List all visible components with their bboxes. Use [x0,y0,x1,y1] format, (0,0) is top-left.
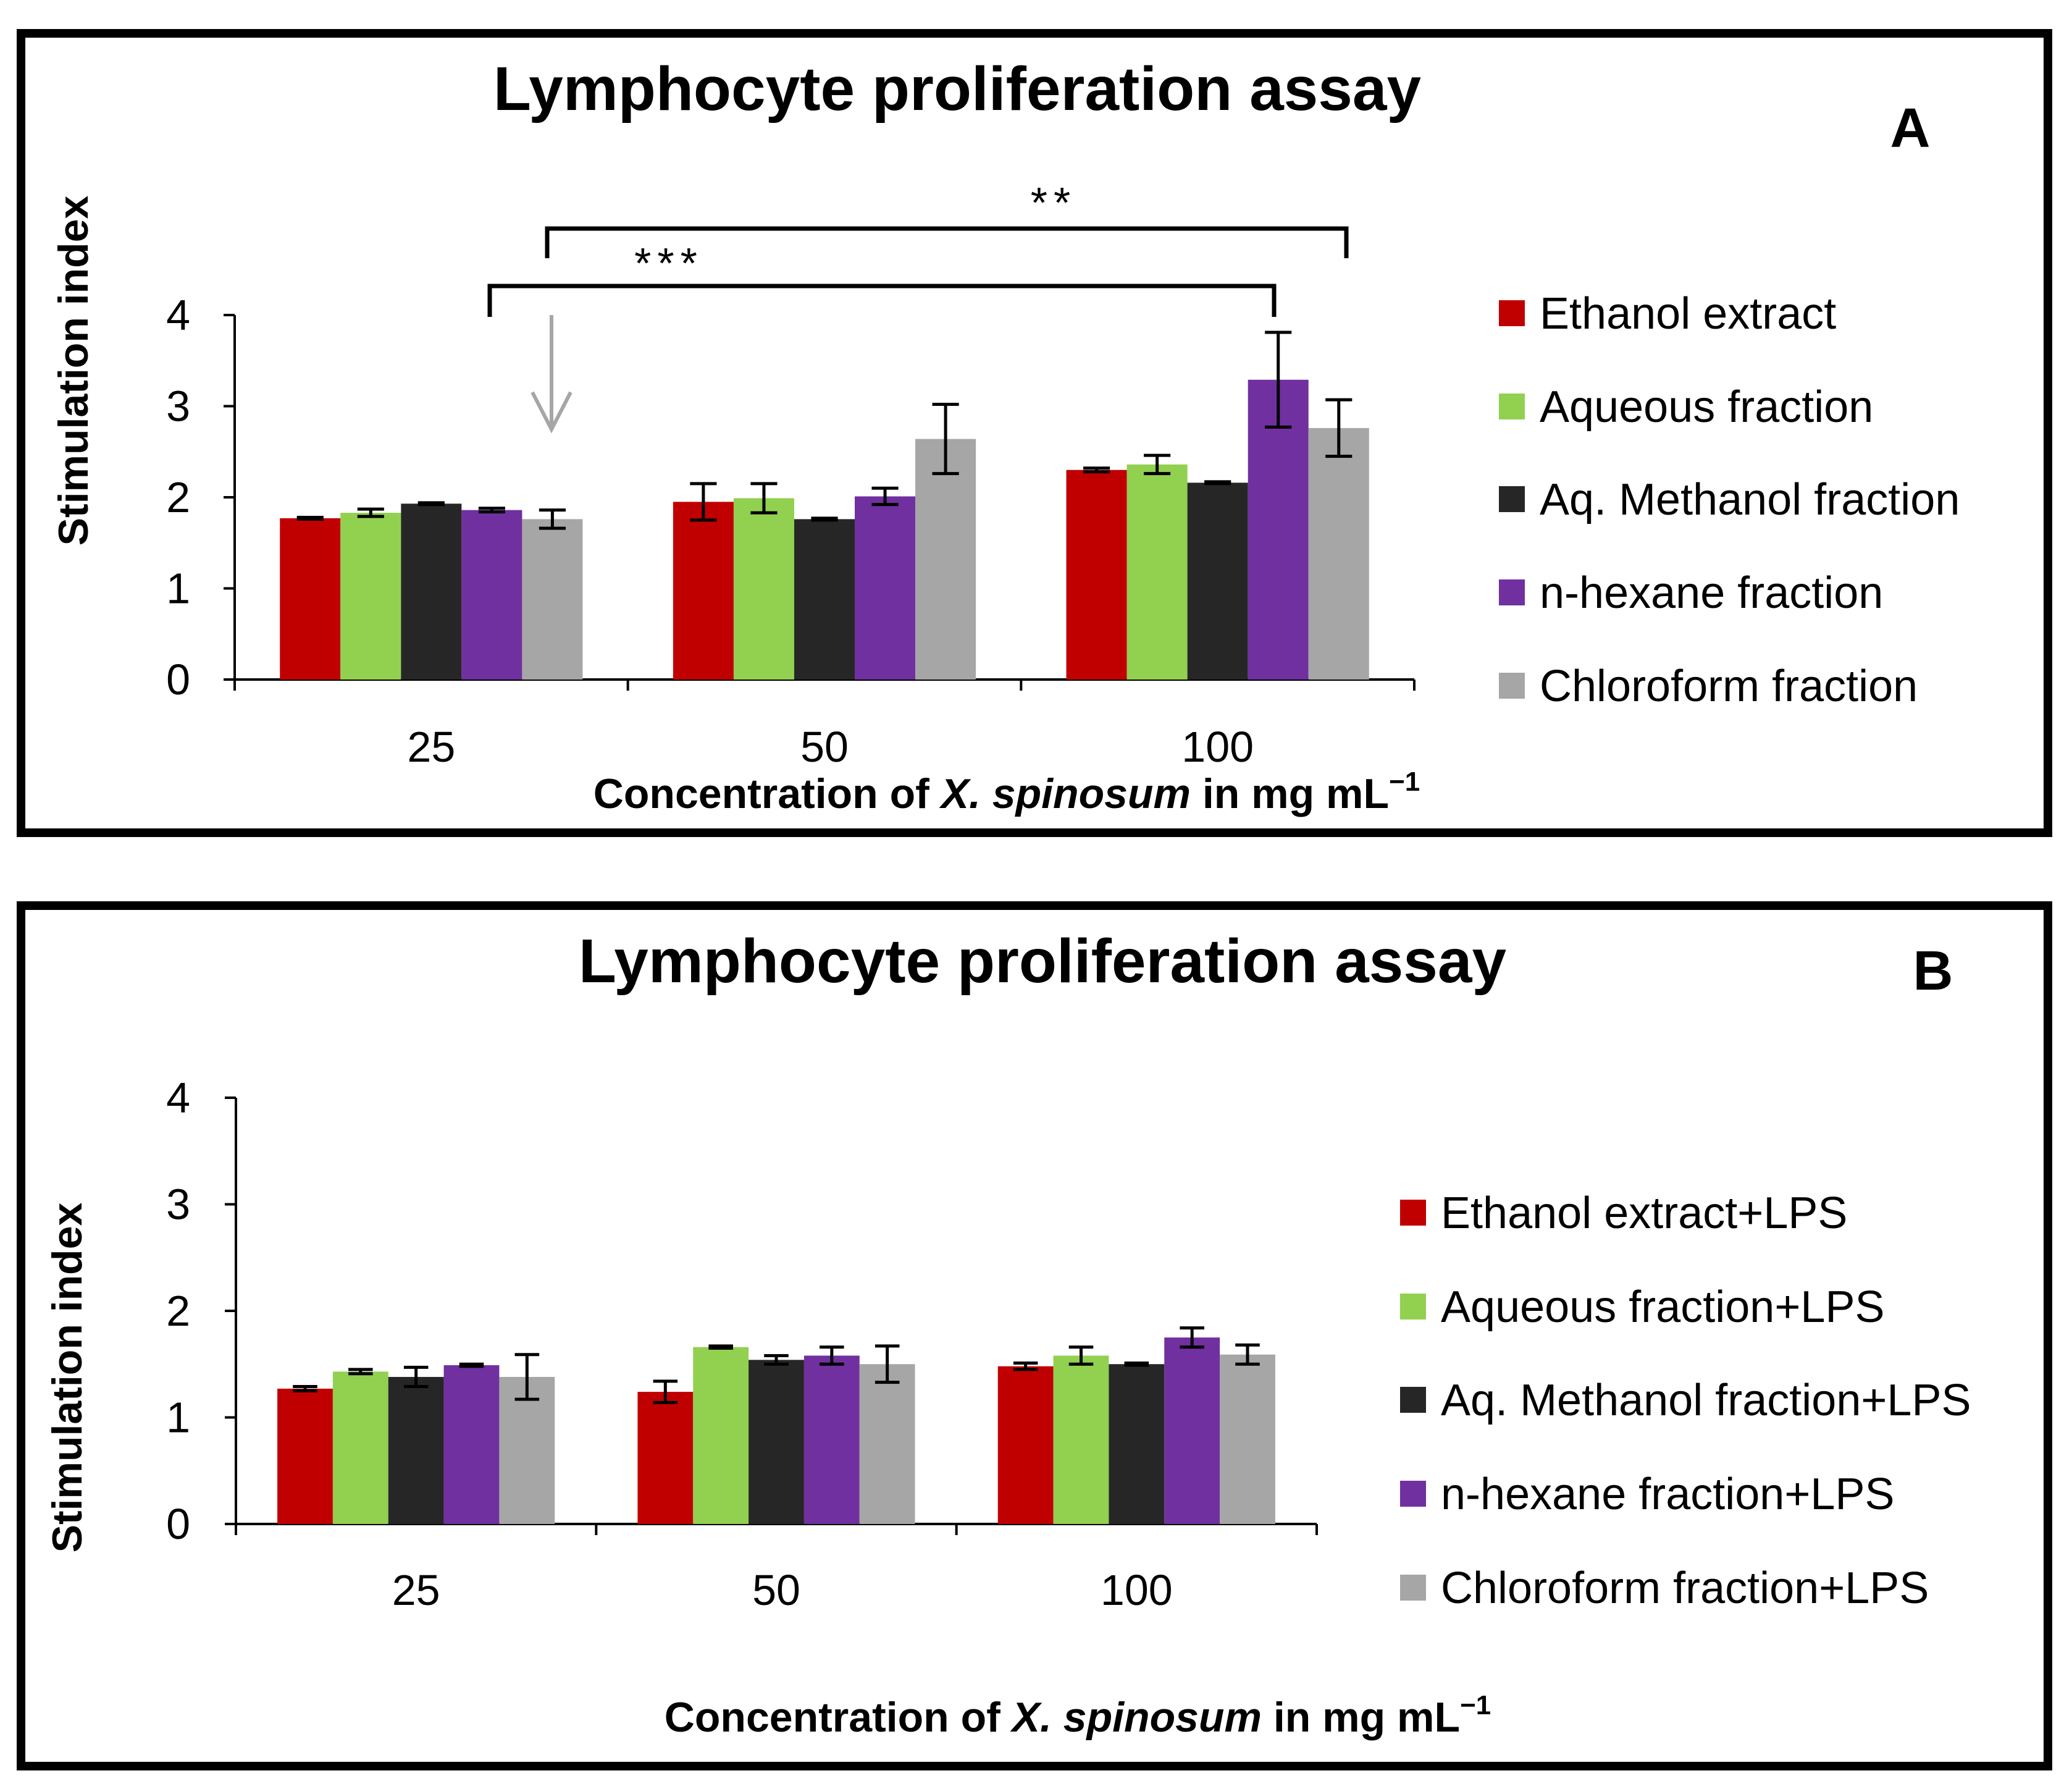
panel-a-legend-label: Chloroform fraction [1540,662,1918,711]
panel-b-legend-label: Ethanol extract+LPS [1441,1189,1847,1238]
panel-b-bar [803,1355,860,1524]
panel-b-legend-label: n-hexane fraction+LPS [1441,1470,1894,1519]
panel-b-bar [637,1392,694,1524]
panel-a-bar [1248,379,1309,680]
panel-b-legend-label: Chloroform fraction+LPS [1441,1564,1929,1613]
panel-a-bar [1308,427,1369,680]
panel-a-legend-swatch [1499,579,1525,605]
panel-b-legend-swatch [1400,1387,1426,1413]
panel-b-letter: B [1913,940,1953,1002]
panel-a-bar [915,439,976,680]
panel-b-bar [693,1347,749,1524]
panel-a-legend-label: Aq. Methanol fraction [1540,475,1960,524]
panel-a-y-tick-label: 3 [166,382,190,431]
panel-b-x-axis-title-species: X. spinosum [1010,1694,1262,1741]
panel-b-bar [1109,1364,1165,1524]
panel-b-bar [1220,1354,1275,1524]
panel-b-category-label: 50 [752,1566,800,1614]
panel-b-bar [859,1364,915,1524]
panel-a-frame [17,29,2052,837]
panel-a-bar [794,519,855,680]
panel-a-y-tick-label: 1 [166,565,190,613]
panel-b-bar [388,1376,444,1524]
panel-a-bar [1066,469,1127,680]
panel-a-y-axis-title: Stimulation index [50,195,97,545]
panel-a-y-tick-label: 0 [166,655,190,704]
panel-a-title: Lymphocyte proliferation assay [493,54,1422,124]
panel-b-category-label: 100 [1101,1566,1173,1614]
panel-b-y-axis-title: Stimulation index [44,1202,91,1552]
panel-a-legend-swatch [1499,486,1525,512]
panel-b-y-tick-label: 2 [166,1287,190,1335]
panel-b-legend-label: Aqueous fraction+LPS [1441,1282,1885,1332]
panel-a-bar [1187,482,1248,680]
panel-a-bar [1126,464,1188,680]
panel-a-legend-label: Aqueous fraction [1540,382,1873,432]
panel-a-category-label: 100 [1181,723,1254,771]
panel-a-category-label: 50 [800,723,849,771]
panel-a-legend-swatch [1499,300,1525,326]
panel-b-y-tick-label: 0 [166,1500,190,1548]
panel-b-legend-label: Aq. Methanol fraction+LPS [1441,1376,1971,1425]
panel-b-y-tick-label: 3 [166,1181,190,1229]
significance-bracket-25-vs-100-chloroform [545,226,1349,258]
panel-a-legend-label: n-hexane fraction [1540,568,1883,618]
panel-b-bar [749,1360,804,1524]
significance-bracket-25-vs-100-hexane [487,284,1277,317]
panel-b-bar [277,1388,333,1524]
panel-b-frame [17,901,2052,1770]
panel-a-x-axis-title-prefix: Concentration of [593,770,941,817]
panel-a-category-label: 25 [407,723,455,771]
panel-b-title: Lymphocyte proliferation assay [579,927,1507,996]
panel-a-x-axis-title-species: X. spinosum [939,770,1191,817]
down-arrow-icon [531,315,573,434]
panel-a-legend-swatch [1499,673,1525,699]
panel-a-bar [673,502,734,680]
panel-a-legend-swatch [1499,394,1525,419]
panel-b-legend-swatch [1400,1575,1426,1601]
panel-b-bar [499,1376,555,1524]
panel-b-bar [332,1371,388,1524]
panel-b-legend-swatch [1400,1200,1426,1226]
panel-b-bar [1164,1337,1220,1524]
panel-a-x-axis-title-sup: −1 [1389,767,1420,797]
panel-a-bar [522,519,583,680]
panel-a-bar [280,518,341,680]
panel-a-x-axis-title: Concentration of X. spinosum in mg mL−1 [593,767,1420,817]
panel-a-y-tick-label: 4 [166,291,190,339]
panel-b-bar [443,1365,500,1524]
panel-b-bar [997,1366,1054,1524]
panel-b-legend-swatch [1400,1481,1426,1507]
panel-a-letter: A [1890,98,1931,159]
significance-label-two-stars: ** [1031,179,1076,227]
panel-a-x-axis-title-suffix: in mg mL [1191,770,1389,817]
panel-b-x-axis-title: Concentration of X. spinosum in mg mL−1 [665,1690,1491,1741]
panel-a-bar [855,496,916,680]
panel-b-y-tick-label: 4 [166,1074,190,1122]
panel-a-bar [401,503,462,680]
panel-b-bar [1053,1355,1109,1524]
panel-b-legend-swatch [1400,1294,1426,1320]
panel-b-category-label: 25 [392,1566,440,1614]
significance-label-three-stars: *** [634,239,703,287]
panel-b-chart: 0 1 2 3 4 25 50 100 Ethanol extract+LPS Aqueous f… [166,1074,1971,1614]
panel-a-significance: *** ** [487,179,1349,434]
panel-a-bar [733,498,794,680]
panel-b-y-tick-label: 1 [166,1394,190,1442]
panel-b-x-axis-title-sup: −1 [1460,1690,1491,1720]
panel-a-bar [461,510,522,680]
panel-a-y-tick-label: 2 [166,473,190,521]
panel-a-bar [340,513,401,680]
panel-b-x-axis-title-suffix: in mg mL [1262,1694,1460,1741]
panel-b-x-axis-title-prefix: Concentration of [665,1694,1012,1741]
panel-a-legend-label: Ethanol extract [1540,289,1836,339]
